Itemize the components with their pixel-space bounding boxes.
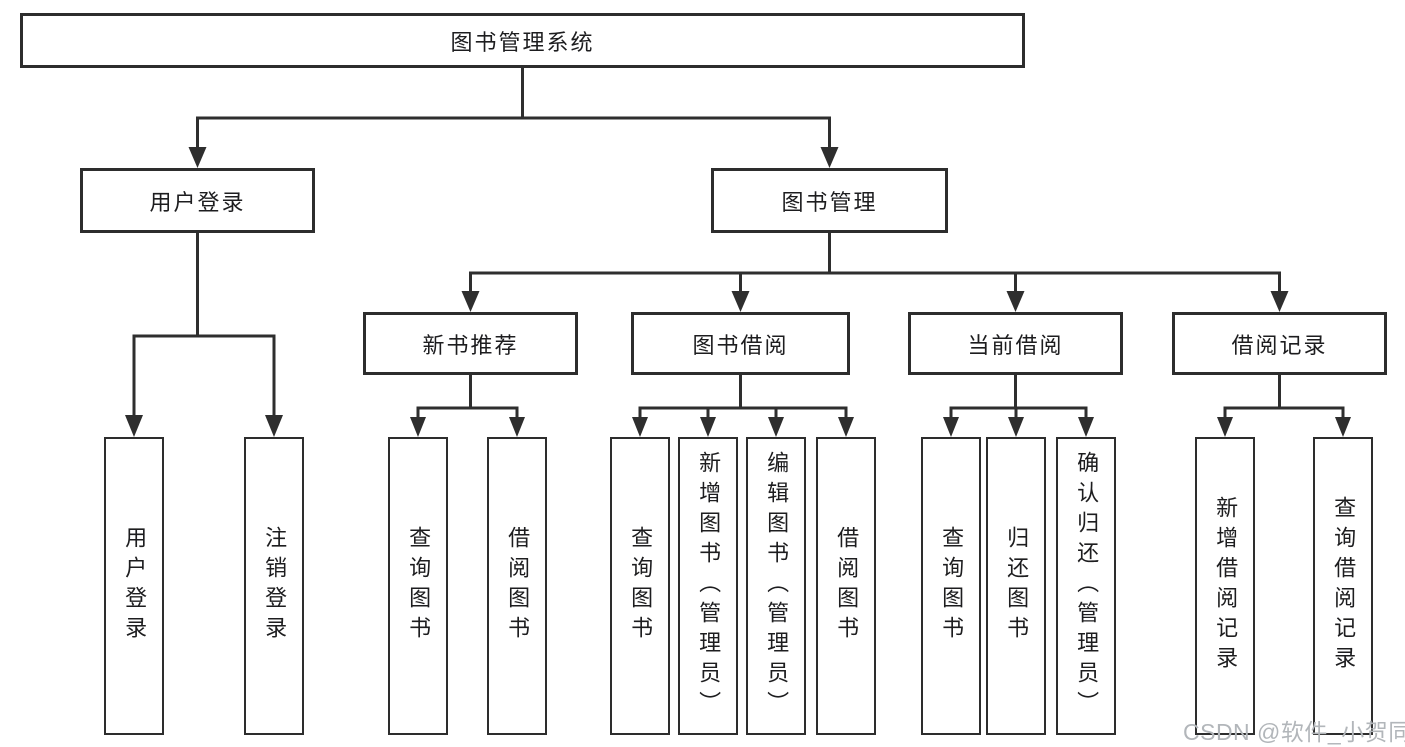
leaf-return-books-label: 归还图书 <box>1004 526 1030 646</box>
node-new-book-recommend-label: 新书推荐 <box>422 332 519 358</box>
connector-new-books-to-leaves <box>410 375 525 437</box>
leaf-add-books-admin-label: 新增图书（管理员） <box>696 451 722 721</box>
leaf-query-books-recommend-label: 查询图书 <box>406 526 432 646</box>
leaf-user-login-label: 用户登录 <box>122 526 148 646</box>
connector-current-borrow-to-leaves <box>943 375 1094 437</box>
leaf-edit-books-admin-label: 编辑图书（管理员） <box>764 451 790 721</box>
connector-borrow-records-to-leaves <box>1217 375 1351 437</box>
node-new-book-recommend: 新书推荐 <box>363 312 578 375</box>
leaf-return-books: 归还图书 <box>986 437 1046 735</box>
leaf-logout-label: 注销登录 <box>262 526 288 646</box>
leaf-edit-books-admin: 编辑图书（管理员） <box>746 437 806 735</box>
node-user-login: 用户登录 <box>80 168 315 233</box>
leaf-query-books-borrowing: 查询图书 <box>610 437 670 735</box>
connector-user-login-to-leaves <box>125 233 283 437</box>
node-root-library-system: 图书管理系统 <box>20 13 1025 68</box>
leaf-borrow-books-recommend: 借阅图书 <box>487 437 547 735</box>
leaf-add-borrow-record-label: 新增借阅记录 <box>1213 496 1239 676</box>
leaf-add-books-admin: 新增图书（管理员） <box>678 437 738 735</box>
csdn-watermark: CSDN @软件_小贺同学 <box>1183 719 1405 745</box>
leaf-query-books-recommend: 查询图书 <box>388 437 448 735</box>
connector-book-mgmt-to-level3 <box>461 233 1289 312</box>
node-book-borrowing: 图书借阅 <box>631 312 850 375</box>
leaf-borrow-books: 借阅图书 <box>816 437 876 735</box>
leaf-query-borrow-record: 查询借阅记录 <box>1313 437 1373 735</box>
connector-root-to-level2 <box>188 68 839 168</box>
node-borrowing-records: 借阅记录 <box>1172 312 1387 375</box>
leaf-query-books-current: 查询图书 <box>921 437 981 735</box>
node-root-label: 图书管理系统 <box>450 29 595 55</box>
leaf-query-books-borrowing-label: 查询图书 <box>628 526 654 646</box>
node-book-management: 图书管理 <box>711 168 948 233</box>
leaf-confirm-return-admin: 确认归还（管理员） <box>1056 437 1116 735</box>
leaf-add-borrow-record: 新增借阅记录 <box>1195 437 1255 735</box>
leaf-user-login: 用户登录 <box>104 437 164 735</box>
node-book-management-label: 图书管理 <box>781 189 878 215</box>
leaf-borrow-books-label: 借阅图书 <box>834 526 860 646</box>
node-user-login-label: 用户登录 <box>149 189 246 215</box>
leaf-confirm-return-admin-label: 确认归还（管理员） <box>1074 451 1100 721</box>
node-borrowing-records-label: 借阅记录 <box>1231 332 1328 358</box>
leaf-query-books-current-label: 查询图书 <box>939 526 965 646</box>
node-book-borrowing-label: 图书借阅 <box>692 332 789 358</box>
leaf-logout: 注销登录 <box>244 437 304 735</box>
node-current-borrowing: 当前借阅 <box>908 312 1123 375</box>
connector-book-borrow-to-leaves <box>632 375 854 437</box>
leaf-query-borrow-record-label: 查询借阅记录 <box>1331 496 1357 676</box>
node-current-borrowing-label: 当前借阅 <box>967 332 1064 358</box>
leaf-borrow-books-recommend-label: 借阅图书 <box>505 526 531 646</box>
